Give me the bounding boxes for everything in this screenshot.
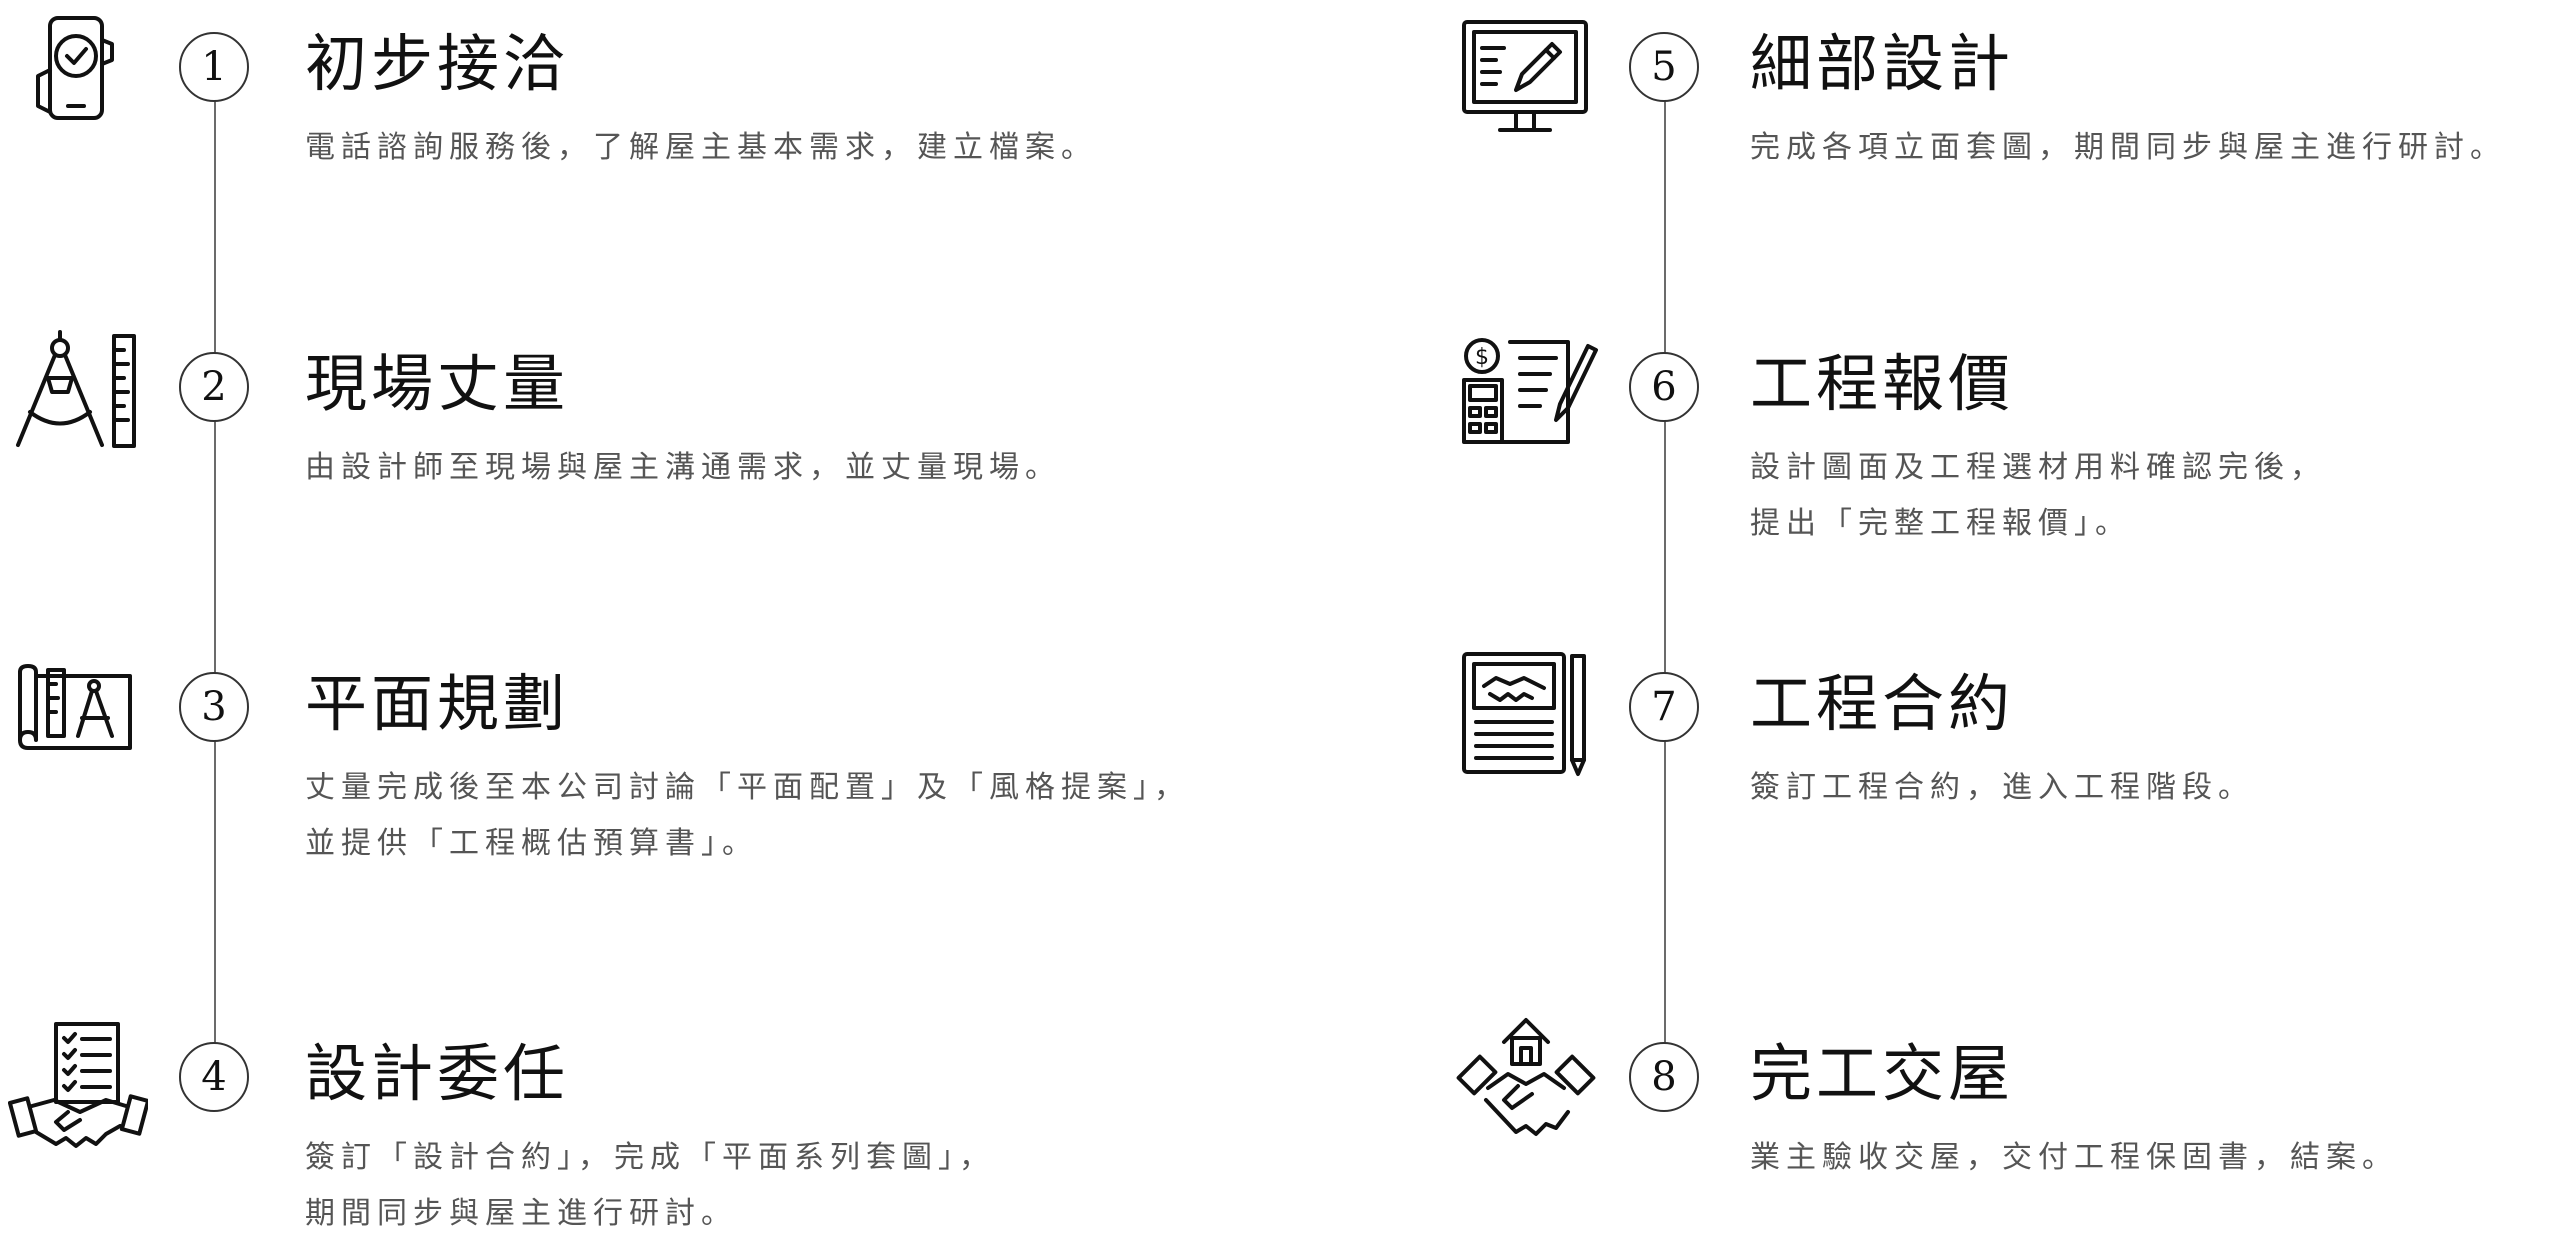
step-title: 設計委任 <box>305 1037 570 1110</box>
step-number-badge: 2 <box>179 352 249 422</box>
step-description: 完成各項立面套圖，期間同步與屋主進行研討。 <box>1750 120 2506 176</box>
process-step-6: $ 6 工程報價 設計圖面及工程選材用料確認完後， 提出「完整工程報價」。 <box>1420 320 2560 541</box>
step-description: 簽訂「設計合約」，完成「平面系列套圖」， 期間同步與屋主進行研討。 <box>305 1130 995 1242</box>
step-description: 業主驗收交屋，交付工程保固書，結案。 <box>1750 1130 2398 1186</box>
step-title: 初步接洽 <box>305 27 570 100</box>
monitor-design-icon <box>1460 18 1590 143</box>
blueprint-icon <box>12 662 137 752</box>
step-description-line: 完成各項立面套圖，期間同步與屋主進行研討。 <box>1750 130 2506 165</box>
timeline-line-right <box>1664 68 1666 1068</box>
step-description-line: 業主驗收交屋，交付工程保固書，結案。 <box>1750 1140 2398 1175</box>
step-number-badge: 6 <box>1629 352 1699 422</box>
process-step-3: 3 平面規劃 丈量完成後至本公司討論「平面配置」及「風格提案」， 並提供「工程概… <box>0 640 1380 861</box>
compass-ruler-icon <box>10 330 140 450</box>
step-description: 簽訂工程合約，進入工程階段。 <box>1750 760 2254 816</box>
quotation-icon: $ <box>1460 336 1600 446</box>
process-step-4: 4 設計委任 簽訂「設計合約」，完成「平面系列套圖」， 期間同步與屋主進行研討。 <box>0 1010 1380 1231</box>
step-description: 設計圖面及工程選材用料確認完後， 提出「完整工程報價」。 <box>1750 440 2326 552</box>
step-number-badge: 8 <box>1629 1042 1699 1112</box>
process-step-1: 1 初步接洽 電話諮詢服務後，了解屋主基本需求，建立檔案。 <box>0 0 1380 210</box>
step-description-line: 並提供「工程概估預算書」。 <box>305 826 758 861</box>
timeline-line-left <box>214 68 216 1068</box>
step-description: 電話諮詢服務後，了解屋主基本需求，建立檔案。 <box>305 120 1097 176</box>
process-column-right: 5 細部設計 完成各項立面套圖，期間同步與屋主進行研討。 $ <box>1420 0 2560 1257</box>
step-description-line: 簽訂工程合約，進入工程階段。 <box>1750 770 2254 805</box>
step-description: 由設計師至現場與屋主溝通需求，並丈量現場。 <box>305 440 1061 496</box>
step-description-line: 簽訂「設計合約」，完成「平面系列套圖」， <box>305 1140 995 1175</box>
step-description-line: 設計圖面及工程選材用料確認完後， <box>1750 450 2326 485</box>
step-number-badge: 1 <box>179 32 249 102</box>
svg-text:$: $ <box>1475 345 1489 370</box>
step-number-badge: 3 <box>179 672 249 742</box>
step-description-line: 電話諮詢服務後，了解屋主基本需求，建立檔案。 <box>305 130 1097 165</box>
step-description-line: 丈量完成後至本公司討論「平面配置」及「風格提案」， <box>305 770 1190 805</box>
process-step-2: 2 現場丈量 由設計師至現場與屋主溝通需求，並丈量現場。 <box>0 320 1380 530</box>
step-description-line: 提出「完整工程報價」。 <box>1750 506 2131 541</box>
step-title: 完工交屋 <box>1750 1037 2015 1110</box>
agreement-icon <box>1460 650 1590 780</box>
step-number-badge: 7 <box>1629 672 1699 742</box>
step-number-badge: 4 <box>179 1042 249 1112</box>
step-title: 工程報價 <box>1750 347 2015 420</box>
step-title: 平面規劃 <box>305 667 570 740</box>
process-step-5: 5 細部設計 完成各項立面套圖，期間同步與屋主進行研討。 <box>1420 0 2560 210</box>
process-step-7: 7 工程合約 簽訂工程合約，進入工程階段。 <box>1420 640 2560 850</box>
step-title: 現場丈量 <box>305 347 570 420</box>
step-description-line: 期間同步與屋主進行研討。 <box>305 1196 737 1231</box>
step-title: 工程合約 <box>1750 667 2015 740</box>
process-column-left: 1 初步接洽 電話諮詢服務後，了解屋主基本需求，建立檔案。 <box>0 0 1380 1231</box>
house-handshake-icon <box>1456 1014 1596 1154</box>
step-title: 細部設計 <box>1750 27 2015 100</box>
step-description: 丈量完成後至本公司討論「平面配置」及「風格提案」， 並提供「工程概估預算書」。 <box>305 760 1190 872</box>
contract-handshake-icon <box>8 1020 148 1150</box>
step-number-badge: 5 <box>1629 32 1699 102</box>
step-description-line: 由設計師至現場與屋主溝通需求，並丈量現場。 <box>305 450 1061 485</box>
phone-check-icon <box>20 10 130 125</box>
process-step-8: 8 完工交屋 業主驗收交屋，交付工程保固書，結案。 <box>1420 1010 2560 1220</box>
